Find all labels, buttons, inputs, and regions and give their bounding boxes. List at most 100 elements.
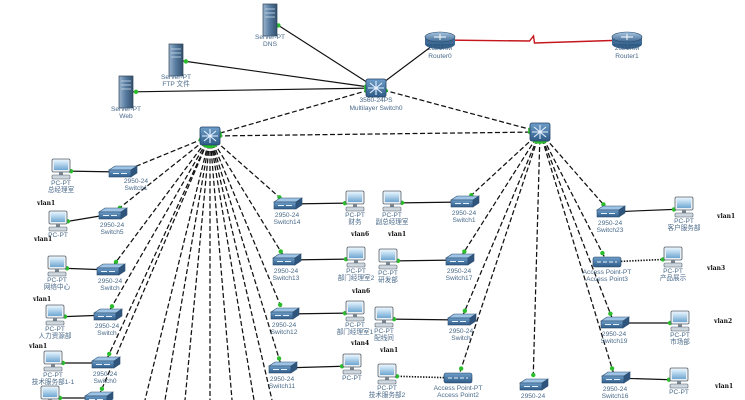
device-model-label: PC-PT [669,389,689,396]
link-offscreen[interactable] [209,135,233,400]
vlan-label: vlan1 [36,200,55,207]
device-swBot[interactable]: 2950-24 [519,378,549,400]
access-point-icon [592,256,622,268]
link-web-msw0[interactable] [125,87,377,93]
link-offscreen[interactable] [209,135,273,400]
device-model-label: PC-PT [51,180,71,187]
link-mswR-swT[interactable] [463,131,541,203]
link-mswR-sw23[interactable] [539,131,611,213]
link-mswL-sw13[interactable] [209,135,287,261]
device-name-label: 财务 [348,217,362,226]
link-mswR-swBot[interactable] [532,131,541,386]
link-mswL-swB[interactable] [106,135,211,316]
vlan-label: vlan1 [32,296,51,303]
device-model-label: PC-PT [43,372,63,379]
device-model-label: 2950-24 [98,278,123,285]
link-mswL-sw0[interactable] [104,135,211,364]
link-ftp-msw0[interactable] [175,59,377,89]
link-mswL-sw14[interactable] [209,135,288,205]
device-name-label: Switch14 [274,219,301,226]
link-msw0-mswL[interactable] [209,87,377,137]
device-mswR[interactable] [529,122,551,142]
device-pc_l6[interactable] [40,385,60,400]
link-router0-router1[interactable] [439,34,628,44]
device-name-label: 技术服务部1-1 [32,377,75,386]
link-mswR-sw16[interactable] [539,131,616,379]
device-model-label: Server-PT [111,106,141,113]
device-name-label: 部门经理室2 [338,273,375,282]
device-name-label: 客户服务部 [668,223,701,232]
device-name-label: Switch1 [452,217,475,224]
link-msw0-mswR[interactable] [375,87,541,133]
link-up-indicator [458,366,464,371]
link-mswR-ap3[interactable] [539,131,608,263]
link-dns-msw0[interactable] [269,19,377,89]
device-pc_m4[interactable]: PC-PT [342,353,362,382]
device-swBL[interactable] [84,391,114,400]
link-mswL-mswR[interactable] [209,131,541,137]
device-mswL[interactable] [199,126,221,146]
link-mswL-swBL[interactable] [97,135,211,399]
link-mswL-sw12[interactable] [209,135,285,315]
link-up-indicator [113,259,119,265]
device-model-label: PC-PT [674,218,694,225]
link-mswL-sw5[interactable] [111,135,211,215]
link-mswR-sw17[interactable] [458,131,541,261]
link-mswR-ap2[interactable] [457,131,541,379]
link-router0-msw0[interactable] [375,39,441,89]
link-offscreen[interactable] [184,135,211,400]
link-offscreen[interactable] [209,135,255,400]
pc-icon [342,353,362,375]
device-name-label: DNS [263,41,278,48]
vlan-label: vlan1 [716,213,735,220]
link-mswR-sw19[interactable] [539,131,615,324]
device-model-label: Server-PT [161,74,191,81]
pc-icon [377,363,397,385]
device-model-label: PC-PT [345,212,365,219]
link-mswL-sw11[interactable] [209,135,283,369]
link-offscreen[interactable] [144,135,211,400]
link-mswL-swA[interactable] [109,135,211,271]
switch-icon [272,253,302,266]
link-mswR-swR3[interactable] [460,131,541,321]
